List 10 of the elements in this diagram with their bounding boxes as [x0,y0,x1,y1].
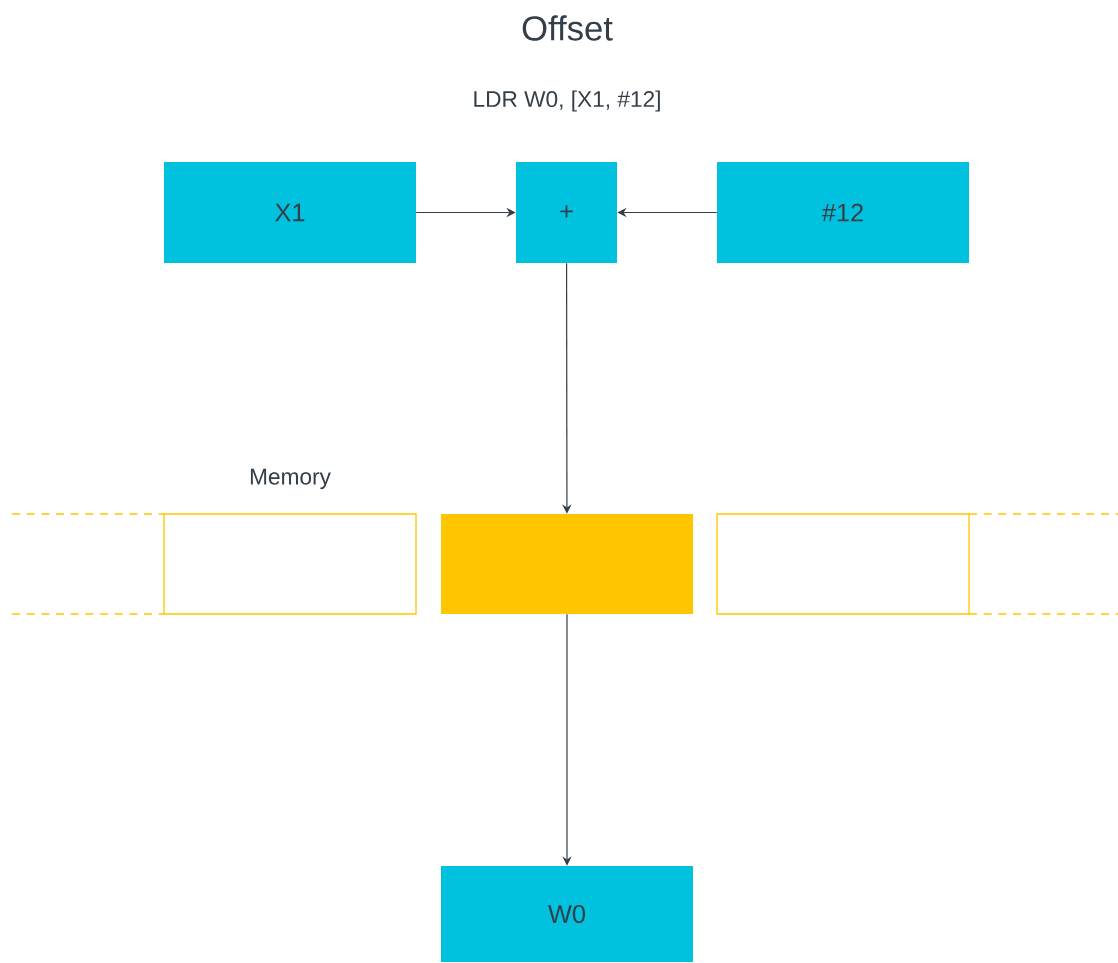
adder-box: + [516,162,617,263]
register-box: W0 [441,866,693,962]
memory-cell [441,514,693,614]
title: Offset [522,15,613,41]
register-box: X1 [164,162,416,263]
memory-cell [163,513,417,615]
immediate-box: #12 [717,162,969,263]
memory-label: Memory [250,468,331,490]
memory-cell [716,513,970,615]
instruction-label: LDR W0, [X1, #12] [474,90,660,112]
